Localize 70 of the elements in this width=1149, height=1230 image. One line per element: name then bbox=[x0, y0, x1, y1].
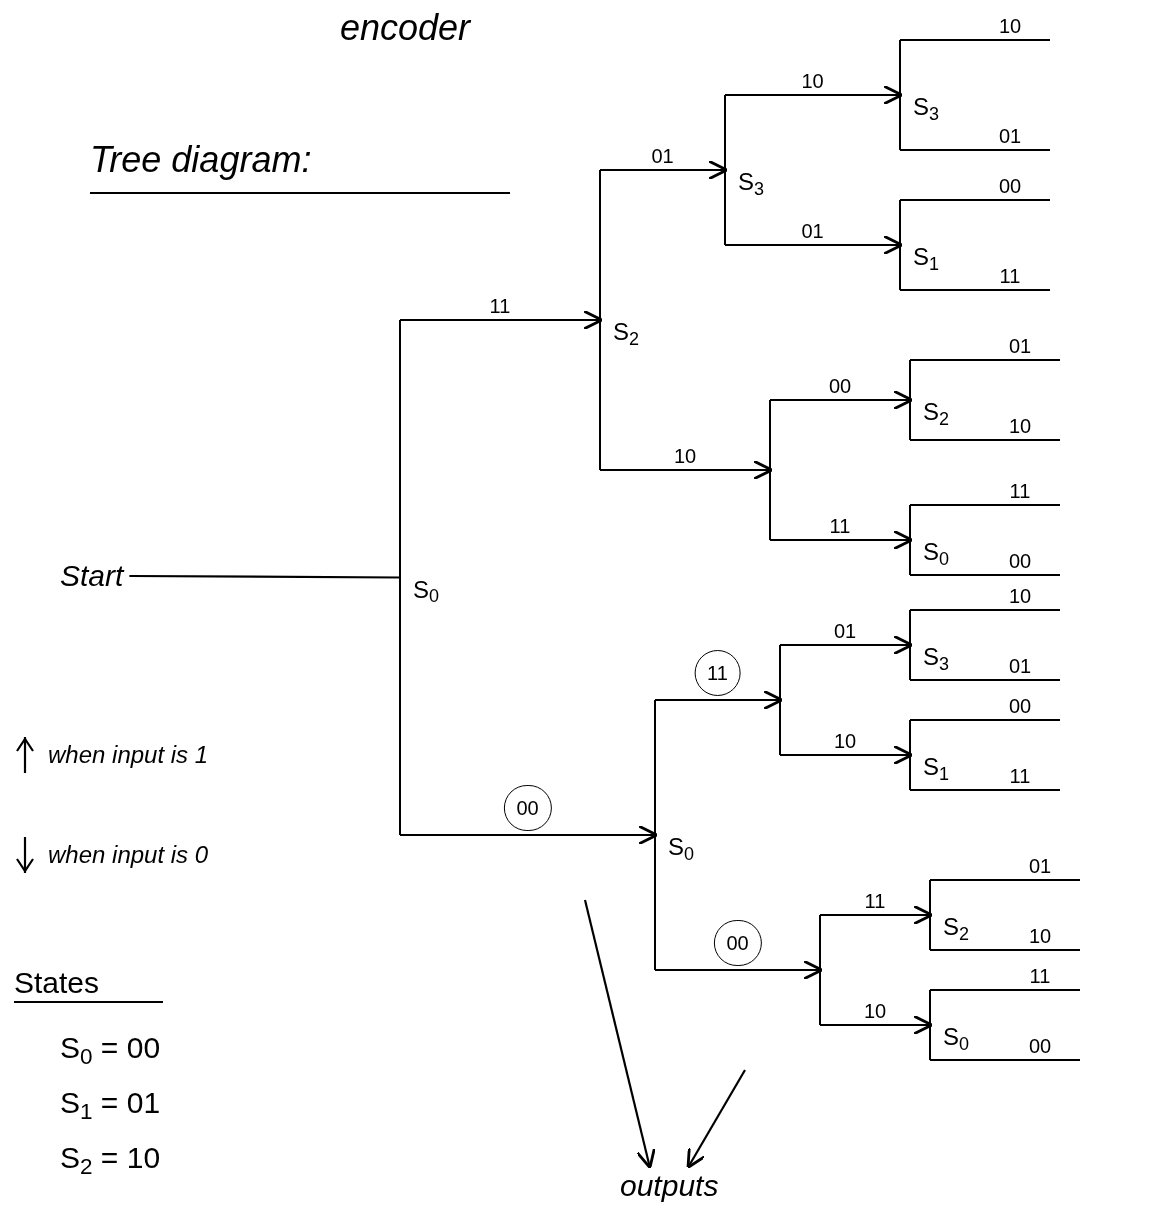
state-bar bbox=[909, 360, 950, 440]
legend-text: when input is 0 bbox=[48, 840, 209, 870]
state-definition: S$_{0}$ = 00 bbox=[60, 1030, 161, 1066]
branch-line bbox=[780, 634, 914, 656]
branch-line bbox=[820, 904, 934, 926]
output-line bbox=[910, 608, 1060, 612]
state-label: S$_{3}$ bbox=[923, 645, 950, 669]
state-bar bbox=[909, 610, 950, 680]
state-label: S$_{1}$ bbox=[913, 245, 940, 269]
branch-line bbox=[583, 899, 656, 1170]
state-label: S$_{3}$ bbox=[738, 170, 765, 194]
output-line bbox=[910, 718, 1060, 722]
state-label: S$_{0}$ bbox=[413, 577, 440, 602]
branch-line bbox=[820, 1014, 934, 1036]
branch-line bbox=[400, 309, 604, 331]
branch-line bbox=[655, 959, 824, 981]
circled-edge-label: 00 bbox=[503, 785, 552, 831]
branch-line bbox=[770, 529, 914, 551]
state-label: S$_{1}$ bbox=[923, 755, 950, 779]
output-line bbox=[900, 198, 1050, 202]
state-label: S$_{2}$ bbox=[613, 320, 640, 344]
output-line bbox=[910, 788, 1060, 792]
state-bar bbox=[399, 320, 440, 835]
output-line bbox=[900, 288, 1050, 292]
diagram-title: Tree diagram: bbox=[90, 140, 510, 194]
output-line bbox=[900, 148, 1050, 152]
state-bar bbox=[899, 200, 940, 290]
state-bar bbox=[654, 700, 695, 970]
state-bar bbox=[899, 40, 940, 150]
state-label: S$_{2}$ bbox=[923, 400, 950, 424]
output-line bbox=[910, 678, 1060, 682]
state-label: S$_{0}$ bbox=[943, 1025, 970, 1049]
state-bar bbox=[724, 95, 765, 245]
state-bar bbox=[909, 720, 950, 790]
state-label: S$_{0}$ bbox=[668, 835, 695, 859]
state-bar bbox=[929, 880, 970, 950]
branch-line bbox=[600, 159, 729, 181]
branch-line bbox=[780, 744, 914, 766]
outputs-label: outputs bbox=[620, 1168, 719, 1204]
branch-line bbox=[655, 689, 784, 711]
output-line bbox=[930, 948, 1080, 952]
branch-line bbox=[600, 459, 774, 481]
branch-line bbox=[725, 234, 904, 256]
state-label: S$_{0}$ bbox=[923, 540, 950, 564]
output-line bbox=[930, 988, 1080, 992]
output-line bbox=[910, 358, 1060, 362]
state-definition: S$_{2}$ = 10 bbox=[60, 1140, 161, 1176]
heading-text: encoder bbox=[340, 8, 471, 48]
branch-line bbox=[400, 824, 659, 846]
output-line bbox=[900, 38, 1050, 42]
state-bar bbox=[909, 505, 950, 575]
state-bar bbox=[929, 990, 970, 1060]
circled-edge-label: 11 bbox=[694, 650, 741, 696]
state-label: S$_{3}$ bbox=[913, 95, 940, 119]
output-line bbox=[910, 573, 1060, 577]
branch-line bbox=[129, 574, 400, 579]
output-line bbox=[910, 438, 1060, 442]
states-heading: States bbox=[14, 965, 164, 1003]
state-definition: S$_{1}$ = 01 bbox=[60, 1085, 161, 1121]
branch-line bbox=[770, 389, 914, 411]
start-label: Start bbox=[60, 558, 124, 594]
branch-line bbox=[686, 1069, 746, 1169]
branch-line bbox=[725, 84, 904, 106]
output-line bbox=[930, 1058, 1080, 1062]
legend-text: when input is 1 bbox=[48, 740, 209, 770]
circled-edge-label: 00 bbox=[713, 920, 762, 966]
state-label: S$_{2}$ bbox=[943, 915, 970, 939]
output-line bbox=[930, 878, 1080, 882]
state-bar bbox=[599, 170, 640, 470]
output-line bbox=[910, 503, 1060, 507]
